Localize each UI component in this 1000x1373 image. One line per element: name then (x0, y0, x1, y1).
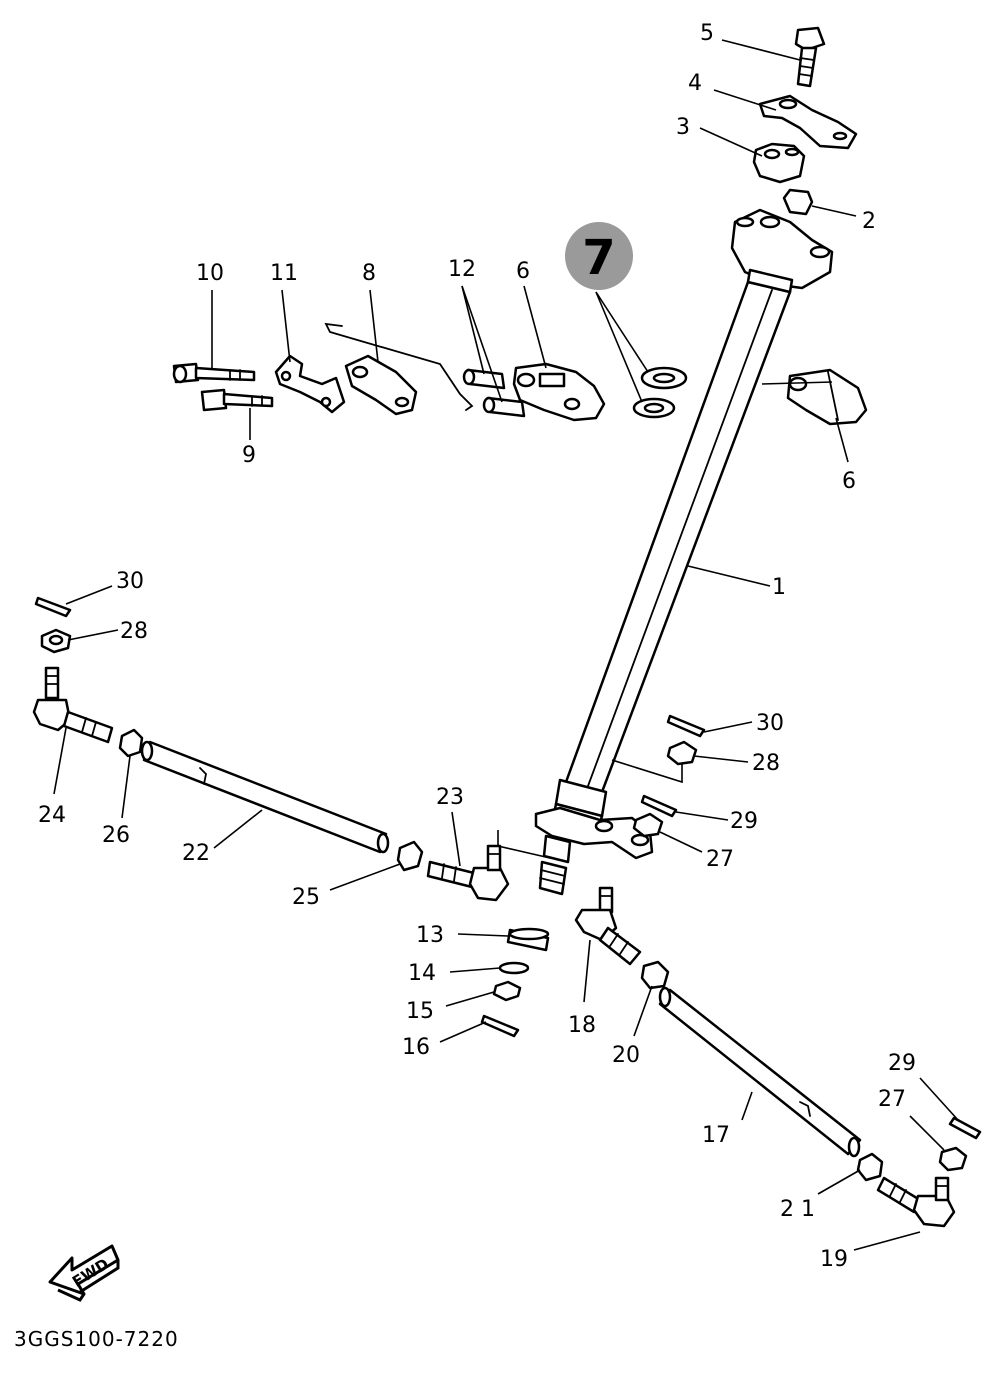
callout-labels: 1 2 3 4 5 6 6 8 9 10 11 12 13 14 15 16 1… (38, 21, 916, 1272)
callout-2: 2 (862, 209, 876, 234)
upper-bracket (730, 208, 834, 294)
callout-11: 11 (270, 261, 298, 286)
callout-3: 3 (676, 115, 690, 140)
cotter-pin-29-right (948, 1116, 982, 1140)
cotter-pin-30-center (666, 714, 706, 738)
highlight-badge-7: 7 (565, 222, 633, 290)
leader-lines (53, 39, 959, 1251)
callout-28-left: 28 (120, 619, 148, 644)
nut-28-center (666, 740, 698, 766)
callout-14: 14 (408, 961, 436, 986)
clamp-6-right (786, 368, 868, 426)
cap-2 (782, 188, 814, 216)
lever-8 (324, 322, 474, 416)
callout-18: 18 (568, 1013, 596, 1038)
tie-rod-17 (658, 986, 862, 1158)
callout-13: 13 (416, 923, 444, 948)
clamp-3 (752, 142, 806, 184)
callout-20: 20 (612, 1043, 640, 1068)
callout-27-center: 27 (706, 847, 734, 872)
tie-rod-end-24 (32, 666, 114, 744)
callout-27-right: 27 (878, 1087, 906, 1112)
bolt-10 (172, 362, 256, 384)
callout-9: 9 (242, 443, 256, 468)
callout-23: 23 (436, 785, 464, 810)
bolt-9 (200, 388, 274, 412)
washer-13 (506, 927, 550, 952)
callout-6-right: 6 (842, 469, 856, 494)
callout-6-top: 6 (516, 259, 530, 284)
callout-5: 5 (700, 21, 714, 46)
callout-30-left: 30 (116, 569, 144, 594)
callout-25: 25 (292, 885, 320, 910)
callout-28-center: 28 (752, 751, 780, 776)
callout-16: 16 (402, 1035, 430, 1060)
callout-12: 12 (448, 257, 476, 282)
callout-4: 4 (688, 71, 702, 96)
callout-30-center: 30 (756, 711, 784, 736)
diagram-code: 3GGS100-7220 (14, 1327, 179, 1351)
bolt-5 (794, 26, 826, 88)
callout-10: 10 (196, 261, 224, 286)
callout-8: 8 (362, 261, 376, 286)
callout-21: 2 1 (780, 1197, 815, 1222)
tie-rod-end-18 (574, 886, 642, 966)
cotter-pin-16 (480, 1014, 520, 1038)
nut-26 (118, 728, 144, 758)
plate-11 (274, 354, 346, 414)
nut-27-right (938, 1146, 968, 1172)
callout-1: 1 (772, 575, 786, 600)
washer-14 (498, 961, 530, 975)
nut-15 (492, 980, 522, 1002)
tie-rod-22 (140, 740, 390, 854)
fwd-arrow-icon: FWD (48, 1244, 120, 1302)
nut-21 (856, 1152, 884, 1182)
tie-rod-end-19 (876, 1176, 956, 1228)
callout-24: 24 (38, 803, 66, 828)
callout-19: 19 (820, 1247, 848, 1272)
pitman-arm (534, 806, 654, 896)
washers-7 (632, 366, 688, 419)
callout-29-center: 29 (730, 809, 758, 834)
callout-15: 15 (406, 999, 434, 1024)
cotter-pin-29-center (640, 794, 678, 818)
clamp-6-left (512, 362, 606, 422)
nut-25 (396, 840, 424, 872)
plate-4 (758, 94, 858, 150)
cotter-pin-30-left (34, 596, 72, 618)
tie-rod-end-23 (426, 844, 510, 902)
callout-29-right: 29 (888, 1051, 916, 1076)
nut-20 (640, 960, 670, 990)
highlight-label: 7 (582, 230, 615, 286)
nut-28-left (40, 628, 72, 654)
nut-27-center (632, 812, 664, 838)
callout-22: 22 (182, 841, 210, 866)
callout-26: 26 (102, 823, 130, 848)
callout-17: 17 (702, 1123, 730, 1148)
